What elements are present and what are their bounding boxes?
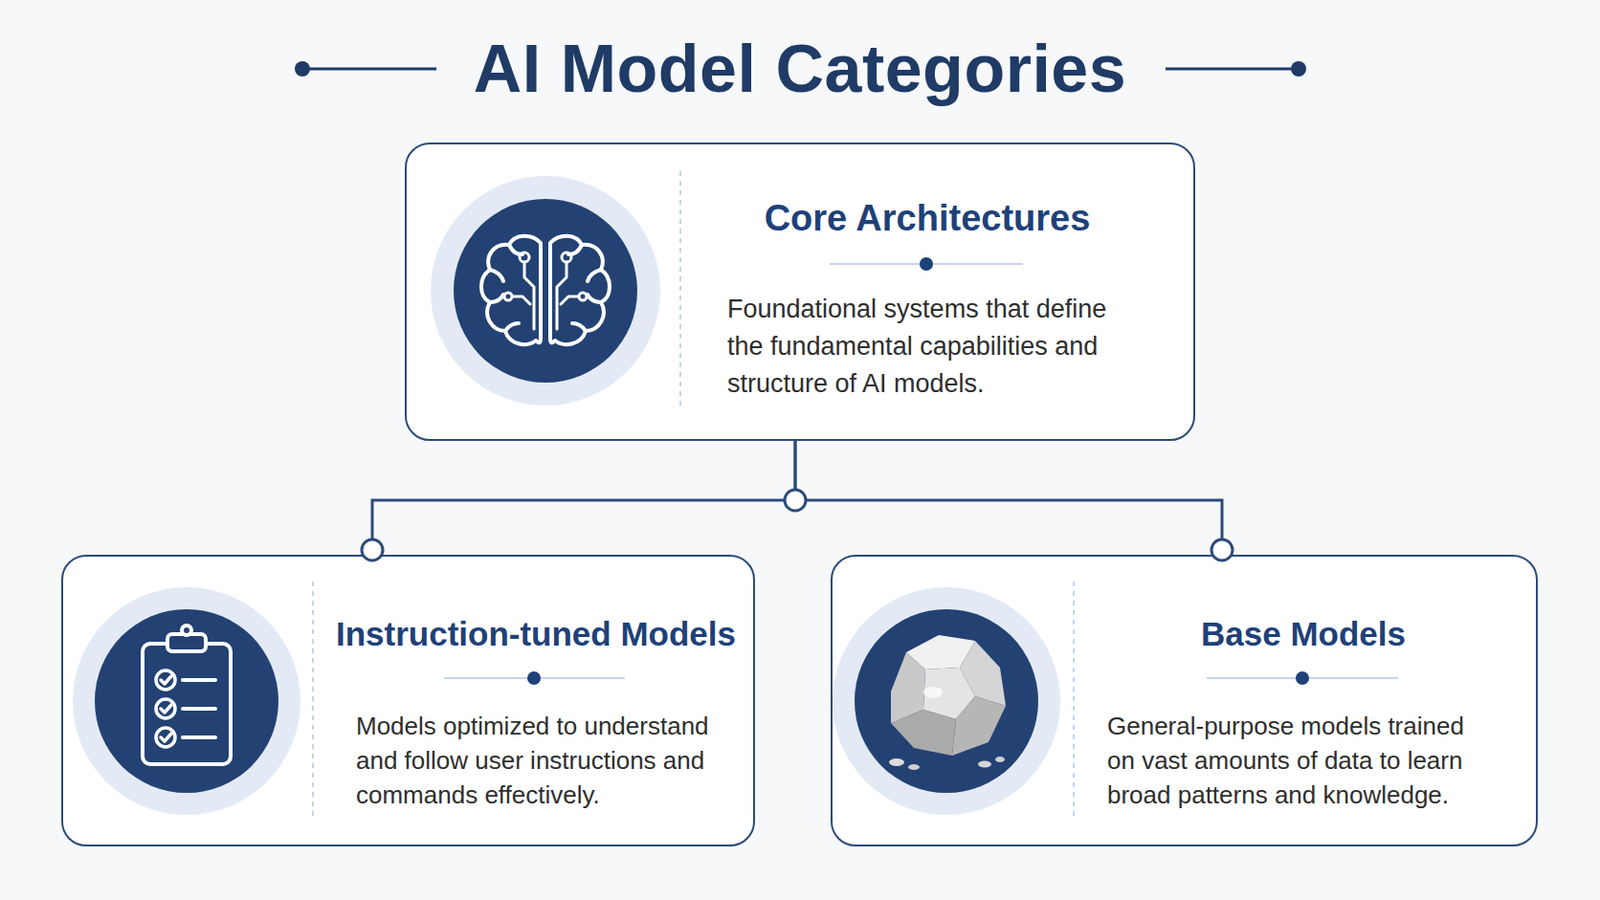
brain-strokes	[481, 236, 610, 345]
rock-facet	[906, 635, 976, 670]
rock-highlight	[923, 687, 943, 699]
list-line	[182, 707, 216, 712]
rock-facet	[890, 710, 956, 756]
clipboard-strokes	[142, 625, 231, 765]
icon-halo	[72, 587, 301, 816]
box-heading: Instruction-tuned Models	[325, 614, 747, 655]
category-box: Instruction-tuned ModelsModels optimized…	[61, 555, 756, 847]
category-box: Base ModelsGeneral-purpose models traine…	[830, 555, 1538, 847]
check-mark	[160, 676, 172, 685]
title-rule	[302, 67, 1299, 71]
circuit-trace	[512, 262, 578, 330]
icon-disc	[854, 609, 1039, 794]
rock-icon	[832, 587, 1061, 816]
diagram-title: AI Model Categories	[0, 28, 1600, 110]
dashed-divider	[311, 581, 314, 822]
check-mark	[160, 705, 172, 713]
pebble	[995, 756, 1005, 763]
heading-rule	[444, 677, 625, 680]
rock-facet	[923, 667, 976, 720]
pebble	[908, 764, 920, 771]
heading-dot	[919, 257, 934, 271]
check-circle	[155, 670, 176, 690]
dashed-divider	[679, 171, 682, 411]
circuit-pad	[504, 292, 512, 301]
box-description: Foundational systems that define the fun…	[727, 290, 1120, 403]
icon-halo	[430, 176, 661, 406]
box-description: General-purpose models trained on vast a…	[1107, 709, 1490, 813]
pebble	[888, 758, 905, 767]
box-heading: Base Models	[1092, 614, 1514, 655]
heading-rule	[829, 263, 1023, 266]
clipboard-board	[142, 644, 231, 765]
clipboard-ring	[181, 625, 192, 636]
brain-lobe	[550, 236, 610, 345]
rock-shape	[890, 635, 1006, 756]
rock-facet	[952, 696, 1006, 756]
heading-rule	[1206, 677, 1399, 680]
brain-lobe	[481, 236, 541, 345]
list-line	[182, 678, 216, 683]
clipboard-clip	[167, 634, 206, 652]
heading-rule-group	[444, 264, 1399, 679]
list-line	[182, 735, 216, 740]
rock-facet	[890, 652, 926, 724]
dashed-divider	[1072, 581, 1075, 822]
brain-fold	[489, 244, 523, 332]
box-description: Models optimized to understand and follo…	[355, 709, 739, 813]
tree-connector	[372, 441, 796, 556]
junction-circle	[1211, 539, 1233, 561]
clipboard-icon	[72, 587, 301, 816]
tree-connector	[795, 441, 1223, 556]
brain-icon	[430, 176, 661, 406]
rule-dot	[294, 61, 311, 77]
rule-line	[302, 67, 437, 71]
check-circle	[155, 699, 176, 719]
heading-dot	[527, 671, 541, 686]
category-box: Core ArchitecturesFoundational systems t…	[404, 142, 1196, 442]
check-circle	[155, 728, 176, 748]
junction-circle	[784, 489, 806, 512]
brain-fold	[568, 244, 601, 332]
heading-dot	[1295, 671, 1310, 686]
rule-line	[1165, 67, 1299, 71]
icon-disc	[94, 609, 279, 794]
circuit-pad	[561, 252, 572, 263]
check-mark	[160, 733, 172, 742]
pebble	[977, 761, 992, 769]
box-heading: Core Architectures	[716, 197, 1138, 242]
circuit-pad	[578, 292, 587, 301]
rock-facet	[959, 641, 1006, 707]
junction-circle	[361, 539, 383, 561]
divider-group	[312, 171, 1074, 822]
icon-halo	[832, 587, 1061, 816]
circuit-pad	[519, 252, 530, 263]
rule-dot	[1290, 61, 1307, 77]
icon-disc	[453, 199, 638, 383]
